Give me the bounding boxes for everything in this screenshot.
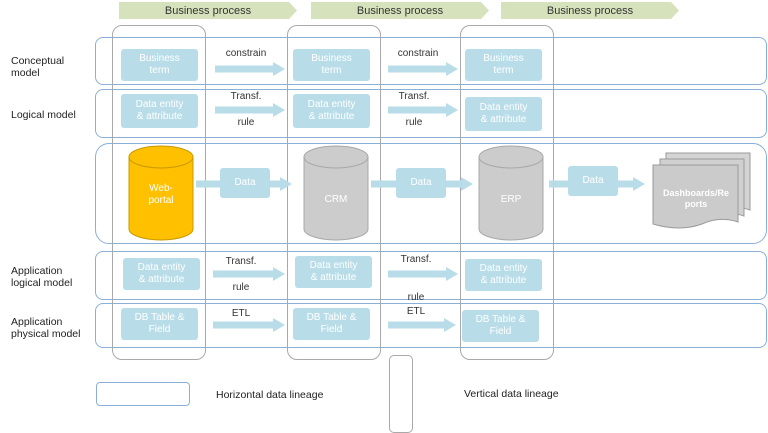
arrow-label: ETL: [406, 306, 426, 317]
business-process-chevron-3: Business process: [501, 2, 679, 19]
arrow-right: [388, 62, 458, 76]
arrow-right: [213, 318, 285, 332]
vertical-lineage-column-3: [460, 25, 554, 360]
dashboards-reports-label: Dashboards/Re ports: [662, 188, 730, 209]
arrow-label-bottom: rule: [237, 117, 255, 128]
band-conceptual: [95, 37, 767, 85]
db-table-box: DB Table & Field: [462, 310, 539, 342]
db-table-box: DB Table & Field: [121, 308, 198, 340]
arrow-label: constrain: [397, 48, 439, 59]
webportal-label: Web- portal: [148, 183, 174, 206]
row-label-app-logical: Application logical model: [11, 265, 73, 289]
arrow-right: [215, 62, 285, 76]
arrow-label-top: Transf.: [400, 254, 432, 265]
data-label-box: Data: [220, 168, 270, 198]
business-process-label: Business process: [356, 4, 444, 17]
arrow-label-bottom: rule: [405, 117, 423, 128]
arrow-label-bottom: rule: [232, 282, 250, 293]
arrow-label-top: Transf.: [230, 91, 262, 102]
crm-database-icon: [303, 145, 369, 241]
legend-horizontal-swatch: [96, 382, 190, 406]
arrow-right: [388, 318, 456, 332]
vertical-lineage-column-1: [112, 25, 206, 360]
row-label-app-physical: Application physical model: [11, 316, 81, 340]
arrow-right: [213, 267, 285, 281]
arrow-label-top: Transf.: [225, 256, 257, 267]
legend-horizontal-label: Horizontal data lineage: [216, 389, 324, 401]
arrow-right: [388, 267, 458, 281]
arrow-label-bottom: rule: [407, 292, 425, 303]
webportal-database-icon: [128, 145, 194, 241]
erp-label: ERP: [500, 194, 522, 205]
dashboards-reports-icon: [652, 152, 751, 229]
legend-vertical-swatch: [389, 355, 413, 433]
business-process-chevron-1: Business process: [119, 2, 297, 19]
business-term-box: Business term: [121, 49, 198, 81]
business-process-label: Business process: [546, 4, 634, 17]
data-entity-box: Data entity & attribute: [465, 259, 542, 291]
legend-vertical-label: Vertical data lineage: [464, 388, 559, 400]
erp-database-icon: [478, 145, 544, 241]
data-label-box: Data: [396, 168, 446, 198]
arrow-right: [388, 103, 458, 117]
arrow-right: [215, 103, 285, 117]
business-process-label: Business process: [164, 4, 252, 17]
data-entity-box: Data entity & attribute: [123, 258, 200, 290]
row-label-logical: Logical model: [11, 109, 76, 121]
db-table-box: DB Table & Field: [293, 308, 370, 340]
data-entity-box: Data entity & attribute: [121, 94, 198, 128]
business-term-box: Business term: [465, 49, 542, 81]
business-process-chevron-2: Business process: [311, 2, 489, 19]
arrow-label: constrain: [225, 48, 267, 59]
row-label-conceptual: Conceptual model: [11, 55, 65, 79]
data-entity-box: Data entity & attribute: [465, 97, 542, 131]
vertical-lineage-column-2: [287, 25, 381, 360]
business-term-box: Business term: [293, 49, 370, 81]
data-entity-box: Data entity & attribute: [293, 94, 370, 128]
band-logical: [95, 89, 767, 138]
data-entity-box: Data entity & attribute: [295, 256, 372, 288]
arrow-label-top: Transf.: [398, 91, 430, 102]
data-label-box: Data: [568, 166, 618, 196]
arrow-label: ETL: [231, 308, 251, 319]
crm-label: CRM: [324, 194, 348, 205]
